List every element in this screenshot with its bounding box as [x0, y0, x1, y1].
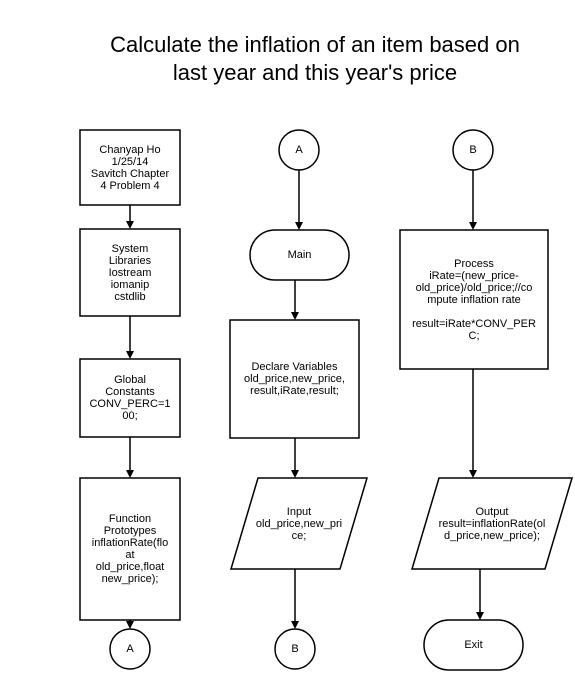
text-line: 1/25/14: [111, 155, 149, 168]
text-line: Process: [454, 257, 494, 270]
text-line: old_price,new_pri: [255, 517, 343, 530]
main-start-terminal: [249, 229, 350, 281]
text-line: d_price,new_price);: [443, 529, 540, 542]
text-line: result,iRate,result;: [250, 385, 339, 397]
text-line: old_price,new_price,: [244, 373, 345, 385]
text-line: ce;: [291, 529, 307, 542]
exit-label: Exit: [464, 639, 483, 651]
text-line: Input: [286, 505, 312, 518]
connector-b-bottom: [274, 628, 316, 670]
text-line: inflationRate(flo: [91, 537, 169, 549]
text-line: 00;: [122, 410, 138, 422]
input-parallelogram: [229, 477, 369, 570]
text-line: 4 Problem 4: [100, 179, 160, 192]
connector-a-top-label: A: [295, 144, 303, 156]
text-line: result=inflationRate(ol: [438, 517, 546, 530]
text-line: iomanip: [110, 278, 150, 291]
text-line: System: [111, 242, 149, 255]
main-start-label: Main: [287, 249, 312, 261]
prototypes-box: [79, 477, 181, 621]
libraries-box: [79, 228, 181, 317]
text-line: cstdlib: [114, 290, 146, 303]
text-line: C;: [468, 329, 480, 342]
text-line: Function: [108, 513, 152, 525]
text-line: Chanyap Ho: [99, 143, 161, 156]
text-line: [412, 306, 536, 318]
text-line: old_price,float: [95, 561, 165, 573]
text-line: result=iRate*CONV_PER: [412, 317, 536, 330]
connector-b-top-label: B: [469, 144, 477, 156]
text-line: old_price)/old_price;//co: [415, 281, 533, 294]
text-line: Prototypes: [103, 525, 157, 537]
exit-terminal: [423, 619, 524, 671]
process-box: [399, 229, 549, 370]
text-line: Libraries: [108, 254, 152, 267]
output-parallelogram: [410, 477, 574, 570]
text-line: CONV_PERC=1: [89, 398, 171, 410]
text-line: Output: [475, 505, 509, 518]
text-line: mpute inflation rate: [427, 293, 521, 306]
title-line-2: last year and this year's price: [172, 60, 458, 85]
connector-b-bottom-label: B: [291, 643, 299, 655]
connector-a-bottom: [109, 628, 151, 670]
text-line: at: [125, 549, 135, 561]
diagram-title: Calculate the inflation of an item based…: [30, 31, 575, 87]
constants-box: [79, 358, 181, 438]
text-line: iRate=(new_price-: [429, 269, 519, 282]
text-line: Declare Variables: [251, 361, 338, 373]
connector-a-bottom-label: A: [126, 643, 134, 655]
text-line: Savitch Chapter: [90, 167, 170, 180]
text-line: Global: [114, 374, 146, 386]
text-line: Constants: [105, 386, 155, 398]
text-line: Iostream: [108, 266, 152, 279]
title-line-1: Calculate the inflation of an item based…: [110, 32, 520, 57]
declare-variables-box: [229, 319, 360, 439]
text-line: new_price);: [101, 573, 159, 585]
